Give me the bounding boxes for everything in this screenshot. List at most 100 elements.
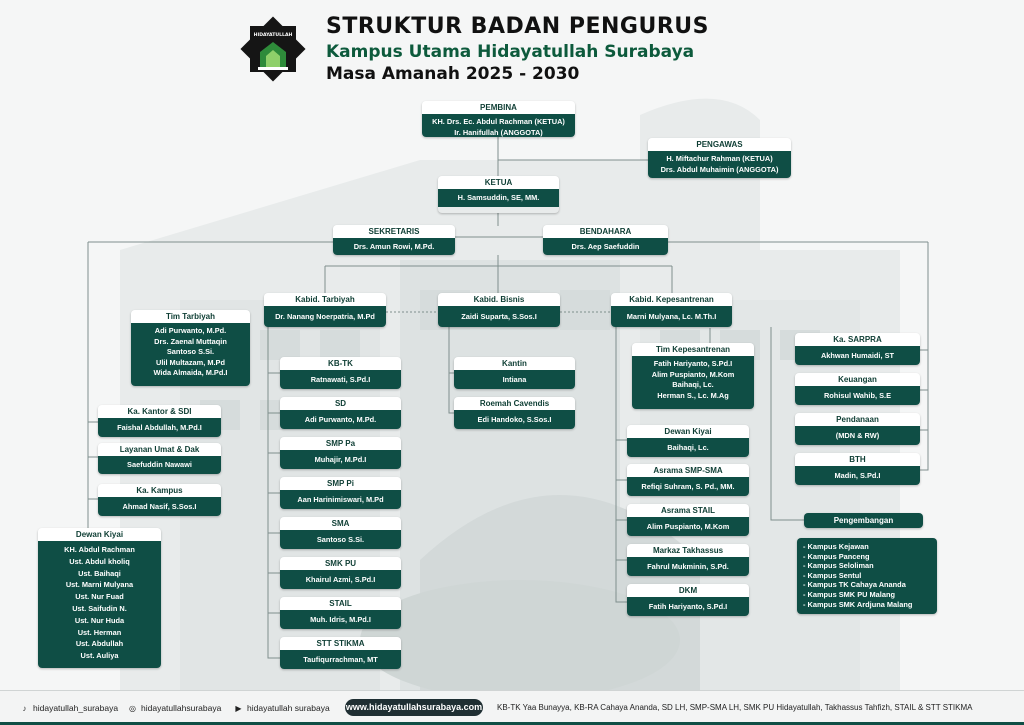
unit-name: Madin, S.Pd.I [795,466,920,485]
page-period: Masa Amanah 2025 - 2030 [326,64,580,84]
layanan-umat-name: Saefuddin Nawawi [98,456,221,474]
unit-name: Adi Purwanto, M.Pd. [280,410,401,429]
dewan-kiyai-member: Ust. Nur Huda [74,615,125,625]
unit-dewan-kiyai-box: Dewan Kiyai Baihaqi, Lc. [627,425,749,457]
unit-title: Keuangan [795,373,920,386]
tim-tarbiyah-member: Santoso S.Si. [166,347,215,356]
pengembangan-item: - Kampus SMK Ardjuna Malang [803,599,913,609]
bendahara-title: BENDAHARA [543,225,668,238]
pengembangan-list-box: - Kampus Kejawan - Kampus Panceng - Kamp… [797,538,937,614]
unit-title: Asrama STAIL [627,504,749,517]
dewan-kiyai-member: Ust. Baihaqi [78,568,121,578]
dewan-kiyai-member: Ust. Abdullah [75,639,124,649]
ka-kampus-box: Ka. Kampus Ahmad Nasif, S.Sos.I [98,484,221,516]
instagram-handle: hidayatullahsurabaya [141,703,222,713]
dewan-kiyai-member: Ust. Herman [77,627,122,637]
dewan-kiyai-member: Ust. Saifudin N. [72,603,127,613]
unit-title: Roemah Cavendis [454,397,575,410]
kabid-bisnis-name: Zaidi Suparta, S.Sos.I [438,306,560,327]
tim-tarbiyah-member: Wida Almaida, M.Pd.I [153,368,228,377]
youtube-handle: hidayatullah surabaya [247,703,330,713]
unit-sarpra-box: Ka. SARPRA Akhwan Humaidi, ST [795,333,920,365]
pengembangan-item: - Kampus Panceng [803,551,870,561]
ka-kantor-name: Faishal Abdullah, M.Pd.I [98,418,221,437]
pengawas-member: H. Miftachur Rahman (KETUA) [666,154,773,163]
kabid-bisnis-box: Kabid. Bisnis Zaidi Suparta, S.Sos.I [438,293,560,327]
tim-tarbiyah-member: Drs. Zaenal Muttaqin [154,336,227,346]
kabid-tarbiyah-name: Dr. Nanang Noerpatria, M.Pd [264,306,386,327]
unit-title: BTH [795,453,920,466]
unit-title: SMP Pi [280,477,401,490]
unit-asrama-smp-sma-box: Asrama SMP-SMA Refiqi Suhram, S. Pd., MM… [627,464,749,496]
tim-kepesantrenan-member: Herman S., Lc. M.Ag [657,390,729,400]
unit-smp-pa-box: SMP Pa Muhajir, M.Pd.I [280,437,401,469]
unit-title: STT STIKMA [280,637,401,650]
unit-keuangan-box: Keuangan Rohisul Wahib, S.E [795,373,920,405]
unit-stail-box: STAIL Muh. Idris, M.Pd.I [280,597,401,629]
unit-stt-stikma-box: STT STIKMA Taufiqurrachman, MT [280,637,401,669]
dewan-kiyai-member: Ust. Auliya [80,651,119,661]
ka-kampus-title: Ka. Kampus [98,484,221,497]
pembina-member: Ir. Hanifullah (ANGGOTA) [454,127,543,137]
ketua-name: H. Samsuddin, SE, MM. [438,189,559,207]
unit-name: Baihaqi, Lc. [627,438,749,457]
unit-title: SMP Pa [280,437,401,450]
pengawas-title: PENGAWAS [648,138,791,151]
tiktok-icon: ♪ [22,704,27,713]
instagram-icon: ◎ [129,704,136,713]
footer-youtube[interactable]: ▶ hidayatullah surabaya [234,703,330,713]
footer: ♪hidayatullah_surabaya ◎ hidayatullahsura… [0,690,1024,725]
tim-kepesantrenan-member: Baihaqi, Lc. [672,380,714,389]
kabid-tarbiyah-box: Kabid. Tarbiyah Dr. Nanang Noerpatria, M… [264,293,386,327]
unit-kbtk-box: KB-TK Ratnawati, S.Pd.I [280,357,401,389]
pengembangan-item: - Kampus TK Cahaya Ananda [803,580,906,590]
pembina-member: KH. Drs. Ec. Abdul Rachman (KETUA) [432,117,565,126]
unit-name: Fatih Hariyanto, S.Pd.I [627,597,749,616]
unit-name: Ratnawati, S.Pd.I [280,370,401,389]
sekretaris-box: SEKRETARIS Drs. Amun Rowi, M.Pd. [333,225,455,255]
unit-name: (MDN & RW) [795,426,920,445]
unit-title: Pendanaan [795,413,920,426]
footer-units: KB-TK Yaa Bunayya, KB-RA Cahaya Ananda, … [497,703,973,712]
tim-tarbiyah-member: Ulil Multazam, M.Pd [156,357,225,367]
unit-title: DKM [627,584,749,597]
unit-name: Refiqi Suhram, S. Pd., MM. [627,477,749,496]
website-link[interactable]: www.hidayatullahsurabaya.com [345,699,483,716]
kabid-bisnis-title: Kabid. Bisnis [438,293,560,306]
unit-sma-box: SMA Santoso S.Si. [280,517,401,549]
unit-name: Fahrul Mukminin, S.Pd. [627,557,749,576]
unit-name: Muh. Idris, M.Pd.I [280,610,401,629]
page-title: STRUKTUR BADAN PENGURUS [326,14,709,39]
dewan-kiyai-left-title: Dewan Kiyai [38,528,161,541]
tim-tarbiyah-title: Tim Tarbiyah [131,310,250,323]
pengembangan-item: - Kampus SMK PU Malang [803,589,895,599]
unit-bth-box: BTH Madin, S.Pd.I [795,453,920,485]
unit-dkm-box: DKM Fatih Hariyanto, S.Pd.I [627,584,749,616]
unit-smk-pu-box: SMK PU Khairul Azmi, S.Pd.I [280,557,401,589]
unit-name: Taufiqurrachman, MT [280,650,401,669]
kabid-kepesantrenan-name: Marni Mulyana, Lc. M.Th.I [611,306,732,327]
unit-markaz-takhassus-box: Markaz Takhassus Fahrul Mukminin, S.Pd. [627,544,749,576]
youtube-icon: ▶ [235,704,242,713]
unit-asrama-stail-box: Asrama STAIL Alim Puspianto, M.Kom [627,504,749,536]
unit-title: SD [280,397,401,410]
layanan-umat-box: Layanan Umat & Dak Saefuddin Nawawi [98,443,221,474]
unit-title: Ka. SARPRA [795,333,920,346]
unit-name: Khairul Azmi, S.Pd.I [280,570,401,589]
dewan-kiyai-member: Ust. Abdul kholiq [69,556,130,566]
unit-title: Asrama SMP-SMA [627,464,749,477]
unit-pendanaan-box: Pendanaan (MDN & RW) [795,413,920,445]
pengembangan-item: - Kampus Seloliman [803,561,874,571]
pengembangan-item: - Kampus Sentul [803,570,862,580]
unit-title: SMA [280,517,401,530]
footer-instagram[interactable]: ◎ hidayatullahsurabaya [128,703,221,713]
pengawas-box: PENGAWAS H. Miftachur Rahman (KETUA) Drs… [648,138,791,178]
ka-kantor-title: Ka. Kantor & SDI [98,405,221,418]
tim-tarbiyah-member: Adi Purwanto, M.Pd. [154,326,227,335]
unit-kantin-box: Kantin Intiana [454,357,575,389]
unit-name: Alim Puspianto, M.Kom [627,517,749,536]
footer-tiktok[interactable]: ♪hidayatullah_surabaya [20,703,119,713]
tim-kepesantrenan-member: Alim Puspianto, M.Kom [651,369,735,379]
pembina-box: PEMBINA KH. Drs. Ec. Abdul Rachman (KETU… [422,101,575,137]
kabid-kepesantrenan-box: Kabid. Kepesantrenan Marni Mulyana, Lc. … [611,293,732,327]
